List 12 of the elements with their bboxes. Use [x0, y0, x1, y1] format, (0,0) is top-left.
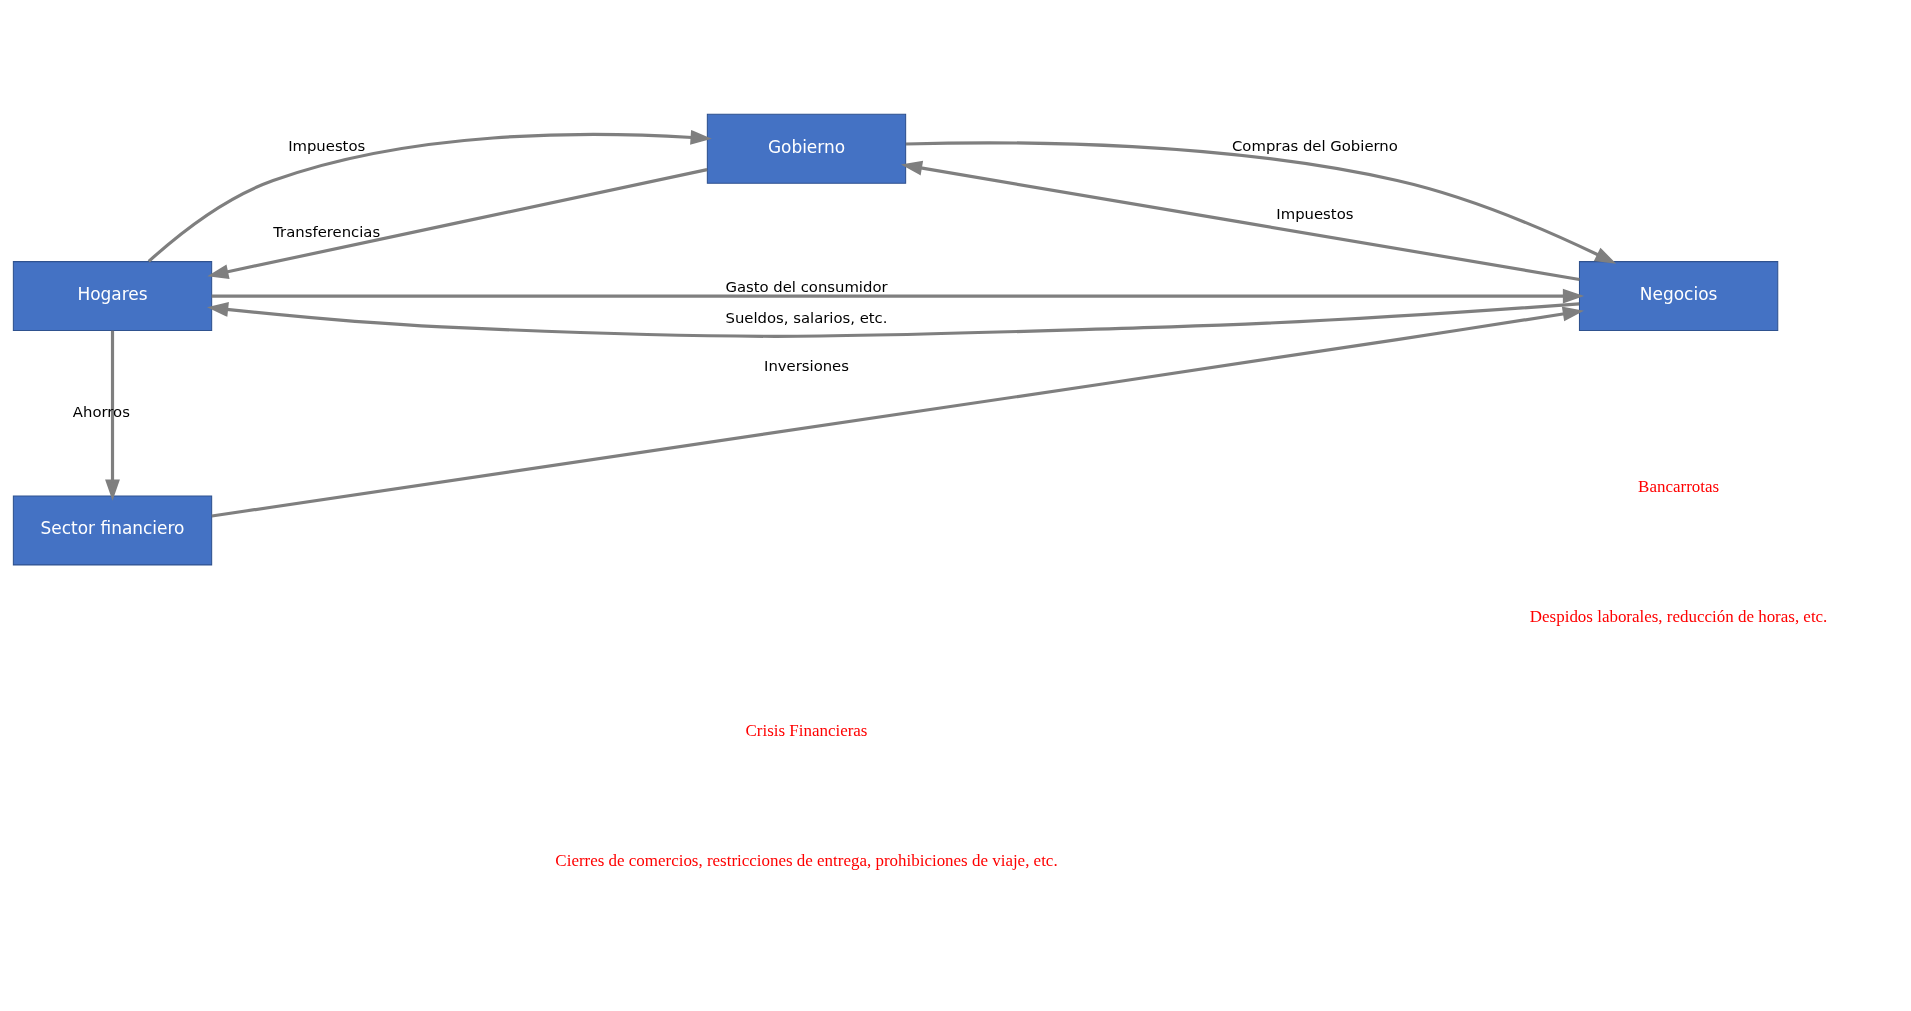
edge-label: Ahorros: [72, 403, 130, 421]
label: Crisis Financieras: [745, 720, 867, 740]
edge-label: Inversiones: [763, 356, 849, 374]
label: Despidos laborales, reducción de horas, etc.: [1529, 607, 1827, 627]
edge-label: Gasto del consumidor: [724, 278, 888, 296]
edge-label: Impuestos: [287, 137, 365, 155]
label: Cierres de comercios, restricciones de entrega, prohibiciones de viaje, etc.: [554, 851, 1058, 871]
edge-label: Sueldos, salarios, etc.: [725, 308, 887, 326]
edge-label: Transferencias: [272, 222, 380, 240]
edge-label: Impuestos: [1275, 204, 1353, 222]
label: Bancarrotas: [1637, 477, 1719, 497]
edge-label: Compras del Gobierno: [1231, 137, 1398, 155]
